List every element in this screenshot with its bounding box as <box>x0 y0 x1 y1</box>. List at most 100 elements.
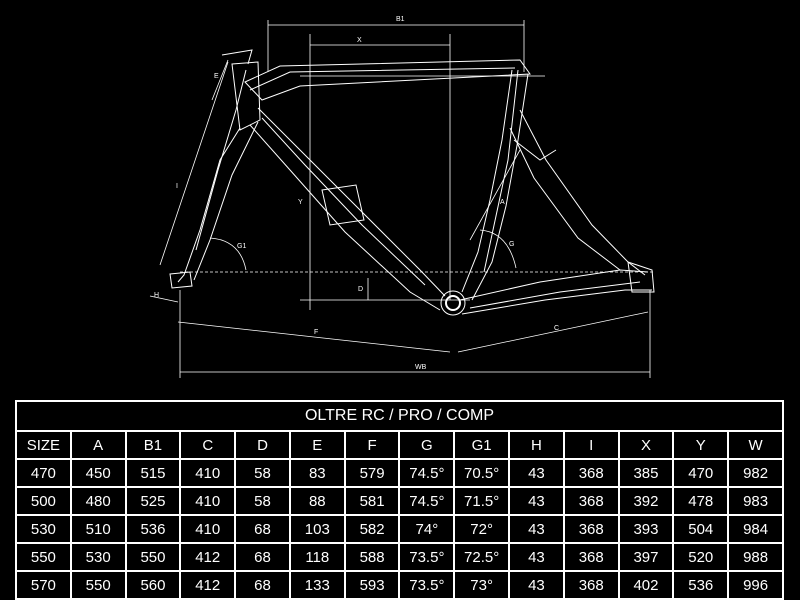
dimension-x <box>309 34 451 310</box>
column-header-x: X <box>617 430 675 460</box>
table-cell: 410 <box>179 458 237 488</box>
seat-stays <box>509 109 646 276</box>
table-cell: 73.5° <box>398 542 456 572</box>
table-cell: 982 <box>727 458 784 488</box>
dimension-y <box>300 75 545 301</box>
head-tube-and-fork <box>169 49 261 289</box>
label-wb: WB <box>415 364 427 371</box>
table-cell: 133 <box>288 570 346 600</box>
table-cell: 368 <box>562 542 620 572</box>
bike-frame-geometry-diagram: B1 X E I Y D A G G1 H F C WB <box>149 16 655 378</box>
dimension-wb <box>179 290 651 378</box>
table-cell: 83 <box>288 458 346 488</box>
label-a: A <box>500 199 505 206</box>
table-cell: 43 <box>508 514 565 544</box>
table-cell: 520 <box>672 542 730 572</box>
table-cell: 43 <box>508 486 565 516</box>
table-cell: 368 <box>562 458 620 488</box>
table-cell: 43 <box>508 542 565 572</box>
dimension-a <box>469 149 521 241</box>
table-cell: 402 <box>617 570 675 600</box>
dimension-b1 <box>267 20 525 72</box>
table-cell: 393 <box>617 514 675 544</box>
table-cell: 478 <box>672 486 730 516</box>
label-i: I <box>176 183 178 190</box>
table-cell: 500 <box>15 486 72 516</box>
down-tube <box>249 107 446 311</box>
table-cell: 412 <box>179 542 237 572</box>
table-cell: 410 <box>179 486 237 516</box>
column-header-i: I <box>562 430 620 460</box>
label-f: F <box>314 329 318 336</box>
label-x: X <box>357 37 362 44</box>
table-cell: 368 <box>562 514 620 544</box>
table-cell: 996 <box>727 570 784 600</box>
dimension-i <box>159 61 229 266</box>
table-cell: 397 <box>617 542 675 572</box>
table-cell: 412 <box>179 570 237 600</box>
table-cell: 450 <box>69 458 127 488</box>
label-c: C <box>554 325 559 332</box>
label-h: H <box>154 292 159 299</box>
table-cell: 530 <box>15 514 72 544</box>
table-cell: 385 <box>617 458 675 488</box>
table-title: OLTRE RC / PRO / COMP <box>15 400 784 432</box>
table-cell: 525 <box>124 486 182 516</box>
table-cell: 71.5° <box>453 486 511 516</box>
dimension-c <box>457 311 649 353</box>
label-g: G <box>509 241 514 248</box>
table-cell: 68 <box>234 570 291 600</box>
column-header-c: C <box>179 430 237 460</box>
table-cell: 550 <box>15 542 72 572</box>
column-header-w: W <box>727 430 784 460</box>
table-cell: 43 <box>508 570 565 600</box>
column-header-b1: B1 <box>124 430 182 460</box>
table-cell: 43 <box>508 458 565 488</box>
dimension-g <box>479 229 517 269</box>
column-header-d: D <box>234 430 291 460</box>
table-cell: 88 <box>288 486 346 516</box>
table-cell: 118 <box>288 542 346 572</box>
table-cell: 480 <box>69 486 127 516</box>
table-cell: 581 <box>343 486 401 516</box>
column-header-size: SIZE <box>15 430 72 460</box>
table-cell: 73° <box>453 570 511 600</box>
table-cell: 410 <box>179 514 237 544</box>
table-cell: 392 <box>617 486 675 516</box>
table-title-row: OLTRE RC / PRO / COMP <box>15 400 784 432</box>
column-header-f: F <box>343 430 401 460</box>
table-cell: 588 <box>343 542 401 572</box>
dimension-f <box>177 321 451 353</box>
table-cell: 515 <box>124 458 182 488</box>
dimension-h <box>149 295 179 303</box>
table-cell: 368 <box>562 570 620 600</box>
chain-stays <box>459 261 655 315</box>
table-cell: 579 <box>343 458 401 488</box>
column-header-a: A <box>69 430 127 460</box>
column-header-h: H <box>508 430 565 460</box>
table-cell: 68 <box>234 514 291 544</box>
label-y: Y <box>298 199 303 206</box>
table-cell: 72.5° <box>453 542 511 572</box>
column-header-e: E <box>288 430 346 460</box>
table-cell: 570 <box>15 570 72 600</box>
table-cell: 470 <box>15 458 72 488</box>
table-cell: 58 <box>234 486 291 516</box>
table-cell: 593 <box>343 570 401 600</box>
table-cell: 103 <box>288 514 346 544</box>
bottom-bracket <box>440 290 466 316</box>
table-cell: 74° <box>398 514 456 544</box>
table-cell: 536 <box>672 570 730 600</box>
column-header-g1: G1 <box>453 430 511 460</box>
dimension-g1 <box>209 237 247 271</box>
table-cell: 70.5° <box>453 458 511 488</box>
dimension-e <box>211 59 229 101</box>
table-cell: 368 <box>562 486 620 516</box>
table-cell: 510 <box>69 514 127 544</box>
